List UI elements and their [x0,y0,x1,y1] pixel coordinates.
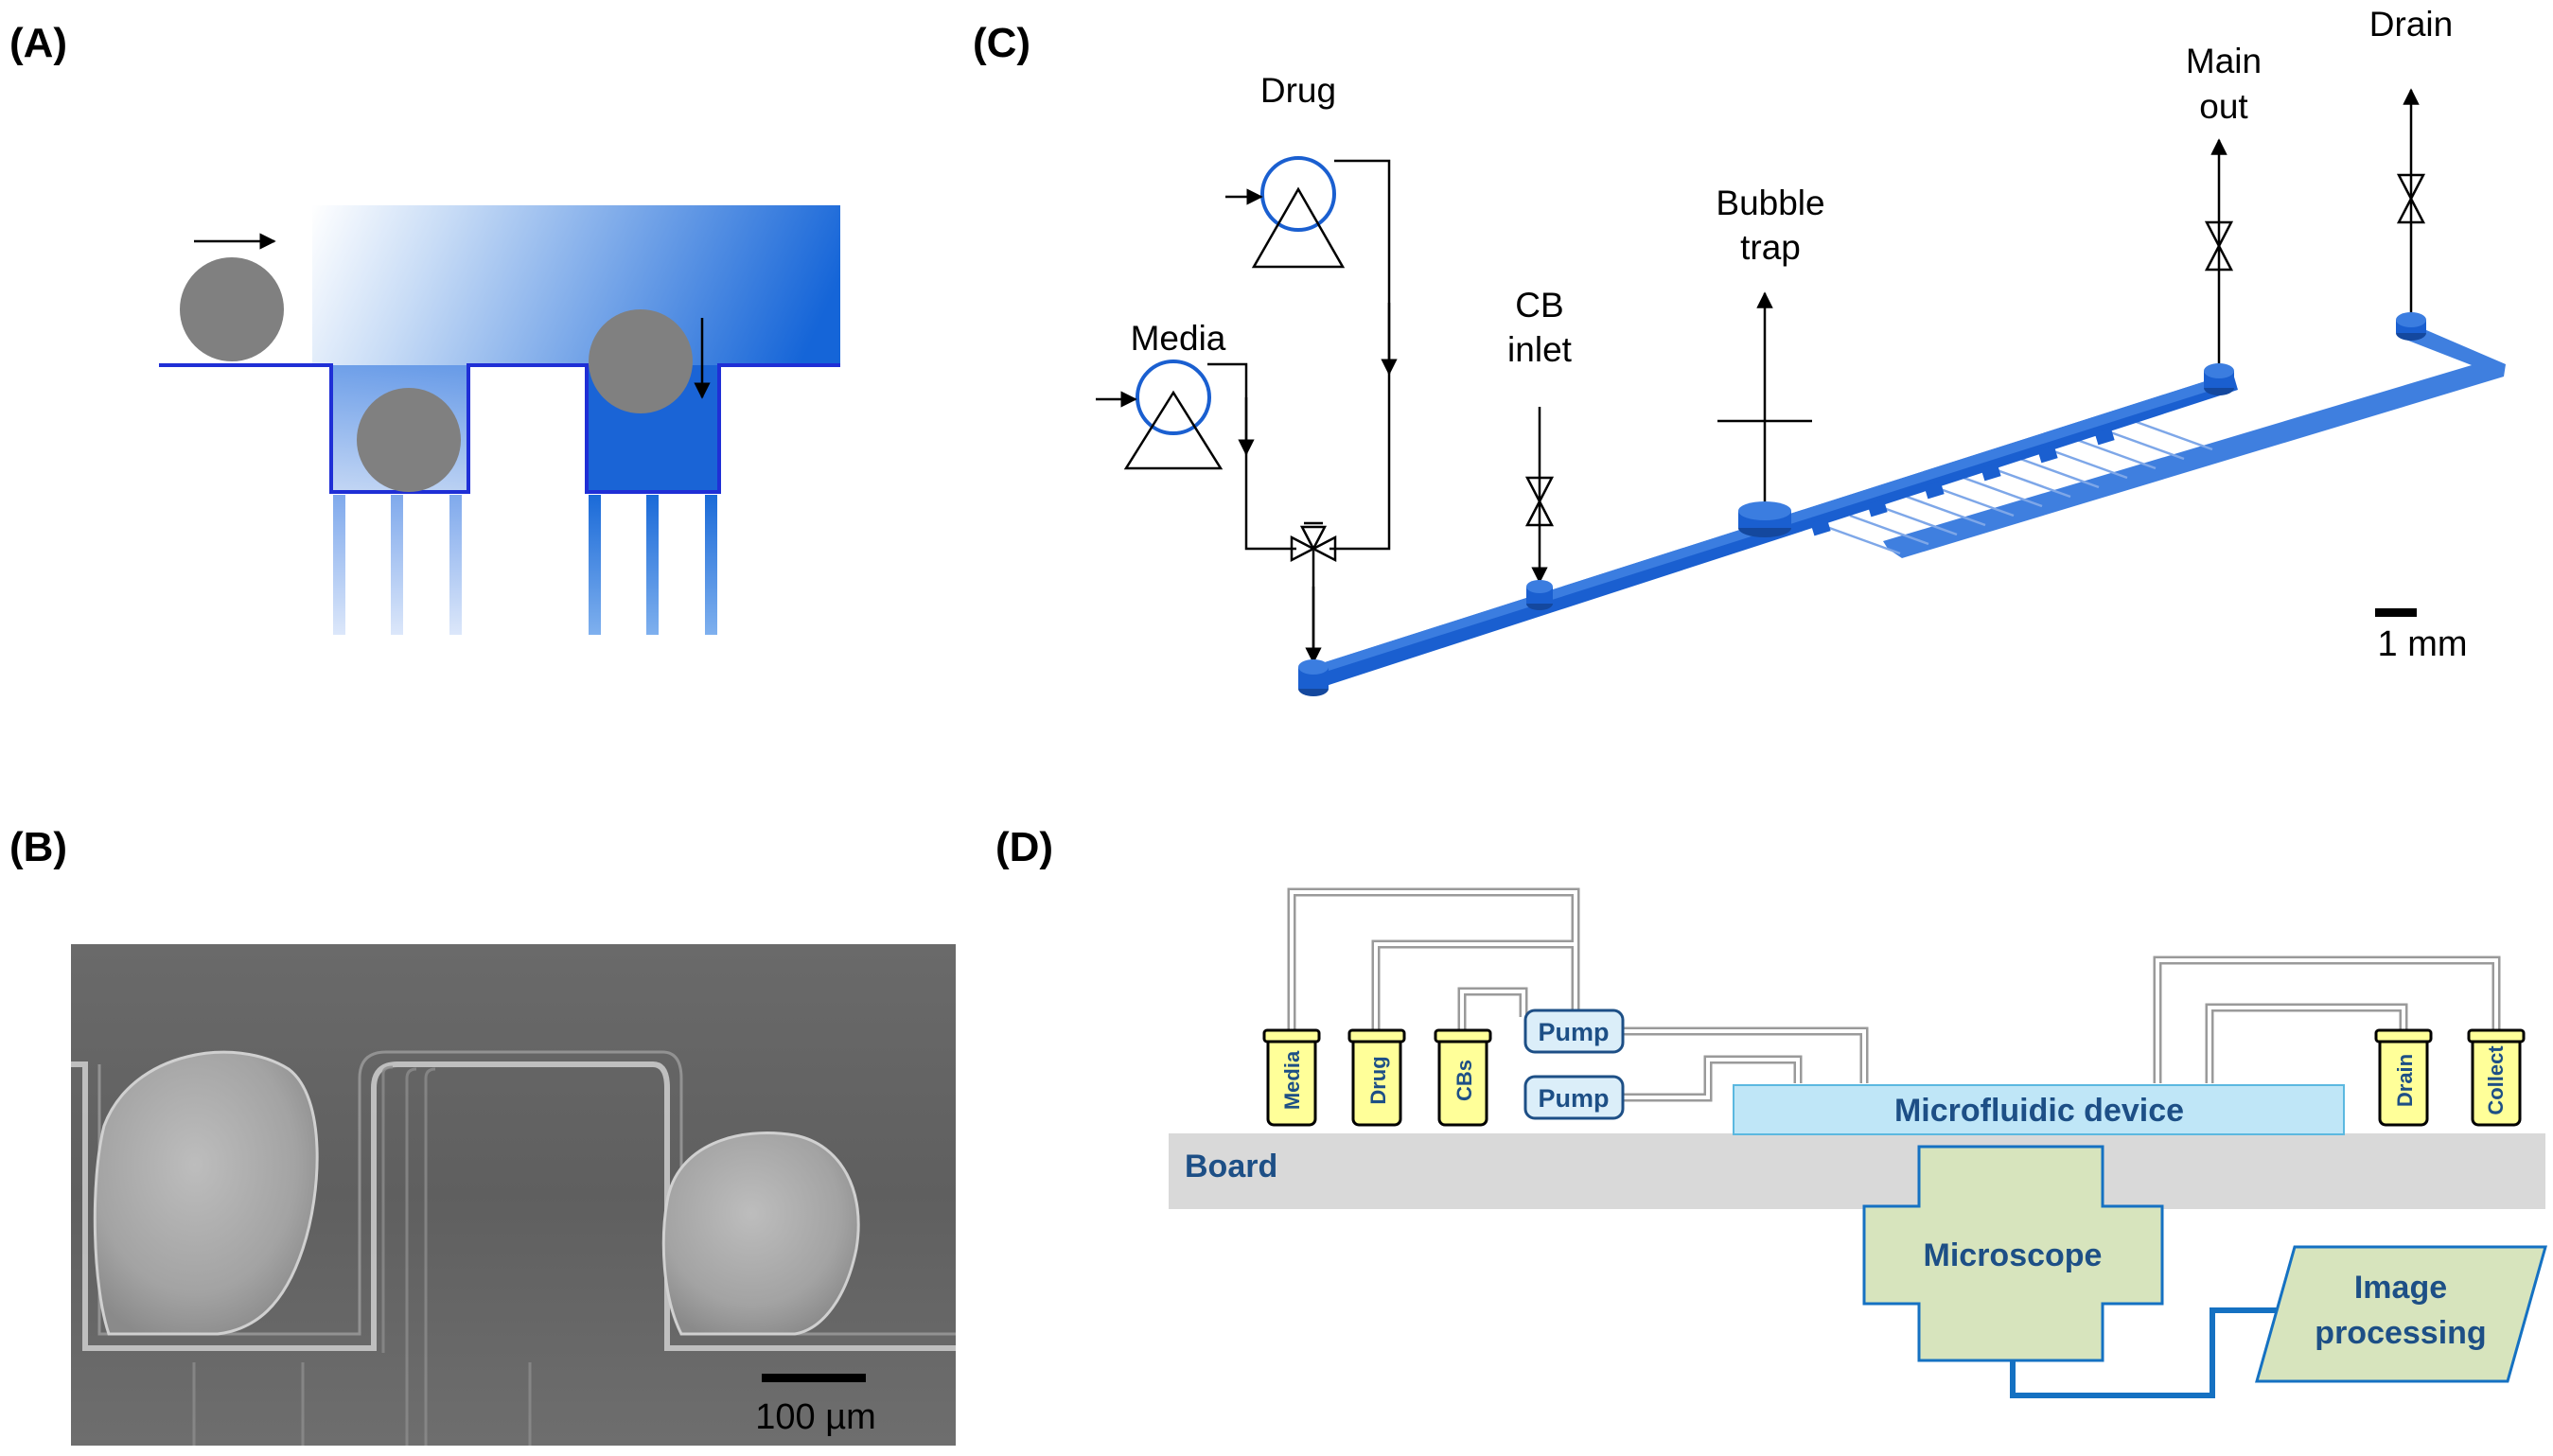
vial-collect-label: Collect [2484,1045,2508,1115]
gray-tubing-inner [1290,890,2498,1099]
vial-media: Media [1262,1028,1321,1127]
pump-bottom-label: Pump [1538,1084,1609,1113]
media-label: Media [1131,319,1226,358]
vial-media-label: Media [1280,1050,1304,1110]
trap-edge-inner [97,1050,956,1336]
spheroid-entering [589,309,693,413]
vial-cbs: CBs [1434,1028,1492,1127]
vial-cbs-label: CBs [1453,1060,1476,1101]
device-label: Microfluidic device [1894,1093,2184,1129]
microfluidic-device [1733,1084,2345,1135]
spheroid-trapped [357,388,461,492]
image-processing-label-2: processing [2315,1315,2486,1351]
cb-inlet-valve-icon [1524,476,1555,527]
main-out-label-2: out [2199,87,2248,126]
spheroid-rolling [180,257,284,361]
drain-stems-light [333,495,462,635]
image-processing-label-1: Image [2354,1270,2447,1306]
spheroid-right [661,1131,860,1336]
microscope [1862,1145,2164,1362]
board [1169,1133,2545,1209]
main-out-valve-icon [2204,220,2234,272]
panel-c: (C) Drug Media CB inlet Bubble trap Main… [973,5,2506,696]
bubble-trap-label-2: trap [1740,228,1801,267]
cb-inlet-label-1: CB [1515,286,1563,325]
microscope-label: Microscope [1924,1237,2103,1273]
drug-pump-icon [1225,156,1346,269]
trap-edge-left [71,1061,956,1351]
pump-top-label: Pump [1538,1018,1609,1046]
pump-bottom: Pump [1523,1075,1625,1120]
scale-label-c: 1 mm [2378,624,2468,664]
vial-drain: Drain [2374,1028,2433,1127]
microscope-connector [2010,1307,2295,1398]
vial-drug-label: Drug [1366,1056,1390,1104]
three-way-valve-icon [1290,521,1337,563]
board-label: Board [1185,1149,1277,1184]
drain-valve-icon [2396,173,2426,224]
panel-b: (B) 100 µm [9,824,956,1446]
panel-d-label: (D) [995,824,1053,870]
inlet-port [1298,659,1329,696]
tubing-lines [1207,159,1391,662]
panel-c-label: (C) [973,20,1030,66]
drain-channel [1883,326,2506,558]
micro-channel-lines [192,1065,532,1446]
drain-stems-dark [589,495,717,635]
vial-drain-label: Drain [2393,1054,2417,1107]
channel-outline [159,363,840,494]
spheroid-left [93,1050,319,1336]
bubble-trap-port [1738,501,1791,537]
media-pump-icon [1096,360,1224,470]
panel-a-label: (A) [9,20,67,66]
bubble-trap-label-1: Bubble [1716,184,1824,222]
scale-bar-b [762,1374,866,1382]
cb-inlet-label-2: inlet [1507,330,1573,369]
trap-wells [1810,427,2115,536]
scale-bar-c [2375,608,2417,617]
pump-top: Pump [1523,1009,1625,1054]
trap-stems [1821,419,2213,555]
vial-collect: Collect [2467,1028,2526,1127]
drain-port [2396,312,2426,341]
vial-drug: Drug [1347,1028,1406,1127]
main-out-label-1: Main [2186,42,2262,80]
panel-b-label: (B) [9,824,67,870]
main-out-port [2204,363,2234,395]
scale-label-b: 100 µm [755,1397,876,1437]
drain-label: Drain [2369,5,2453,44]
image-processing-box [2255,1245,2547,1383]
panel-a: (A) [9,20,840,635]
drug-label: Drug [1260,71,1336,110]
panel-d: (D) Board Microfluidic device [995,824,2547,1398]
cb-inlet-port [1526,580,1553,610]
